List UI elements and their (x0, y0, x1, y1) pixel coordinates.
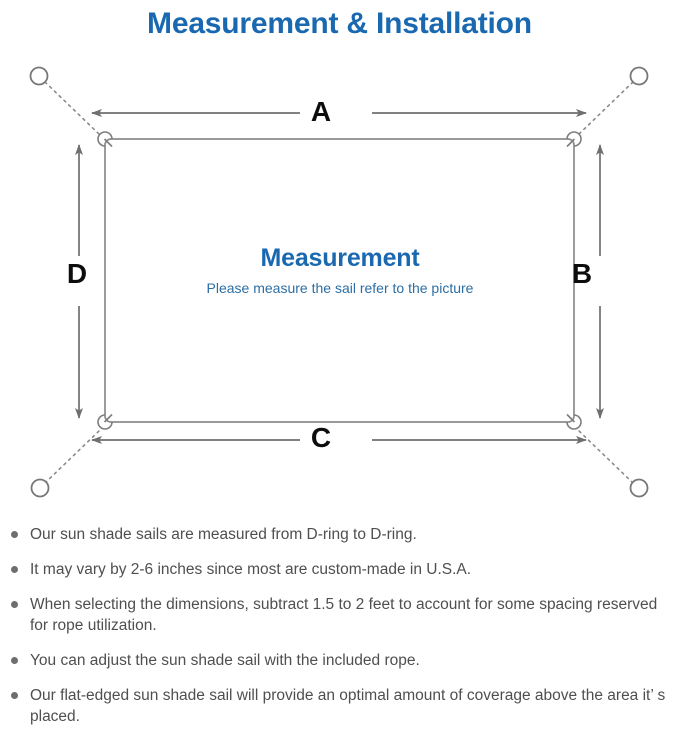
notes-list: Our sun shade sails are measured from D-… (0, 524, 679, 741)
list-item: When selecting the dimensions, subtract … (0, 594, 679, 636)
bullet-dot-icon (11, 601, 18, 608)
rope-bottom-left (44, 429, 101, 484)
bullet-dot-icon (11, 692, 18, 699)
bullet-dot-icon (11, 657, 18, 664)
anchor-circle-bottom-left (30, 478, 50, 498)
diagram-container: A B C D Measurement Please measure the s… (0, 50, 679, 515)
bullet-dot-icon (11, 566, 18, 573)
anchor-circle-top-left (29, 66, 49, 86)
sail-rectangle (104, 138, 575, 423)
anchor-circle-bottom-right (629, 478, 649, 498)
d-ring-top-left (97, 131, 113, 148)
rope-lines (44, 81, 634, 484)
note-text: It may vary by 2-6 inches since most are… (30, 561, 472, 578)
note-text: When selecting the dimensions, subtract … (30, 596, 658, 634)
page-title: Measurement & Installation (147, 7, 532, 40)
list-item: Our sun shade sails are measured from D-… (0, 524, 679, 545)
anchor-circle-top-right (629, 66, 649, 86)
dimension-label-b: B (571, 258, 593, 289)
dimension-label-c: C (310, 422, 332, 453)
bullet-dot-icon (11, 531, 18, 538)
d-rings (97, 131, 582, 430)
d-ring-bottom-right (566, 413, 582, 430)
note-text: You can adjust the sun shade sail with t… (30, 652, 420, 669)
anchor-points (29, 66, 649, 498)
dimension-label-a: A (310, 96, 332, 127)
dimension-label-d: D (66, 258, 88, 289)
d-ring-top-right (566, 131, 582, 148)
list-item: You can adjust the sun shade sail with t… (0, 650, 679, 671)
note-text: Our sun shade sails are measured from D-… (30, 526, 417, 543)
rope-top-left (44, 81, 101, 136)
list-item: It may vary by 2-6 inches since most are… (0, 559, 679, 580)
rope-top-right (577, 81, 634, 136)
d-ring-bottom-left (97, 413, 113, 430)
sail-diagram-svg (29, 66, 649, 498)
list-item: Our flat-edged sun shade sail will provi… (0, 685, 679, 727)
rope-bottom-right (577, 429, 634, 484)
note-text: Our flat-edged sun shade sail will provi… (30, 687, 666, 725)
